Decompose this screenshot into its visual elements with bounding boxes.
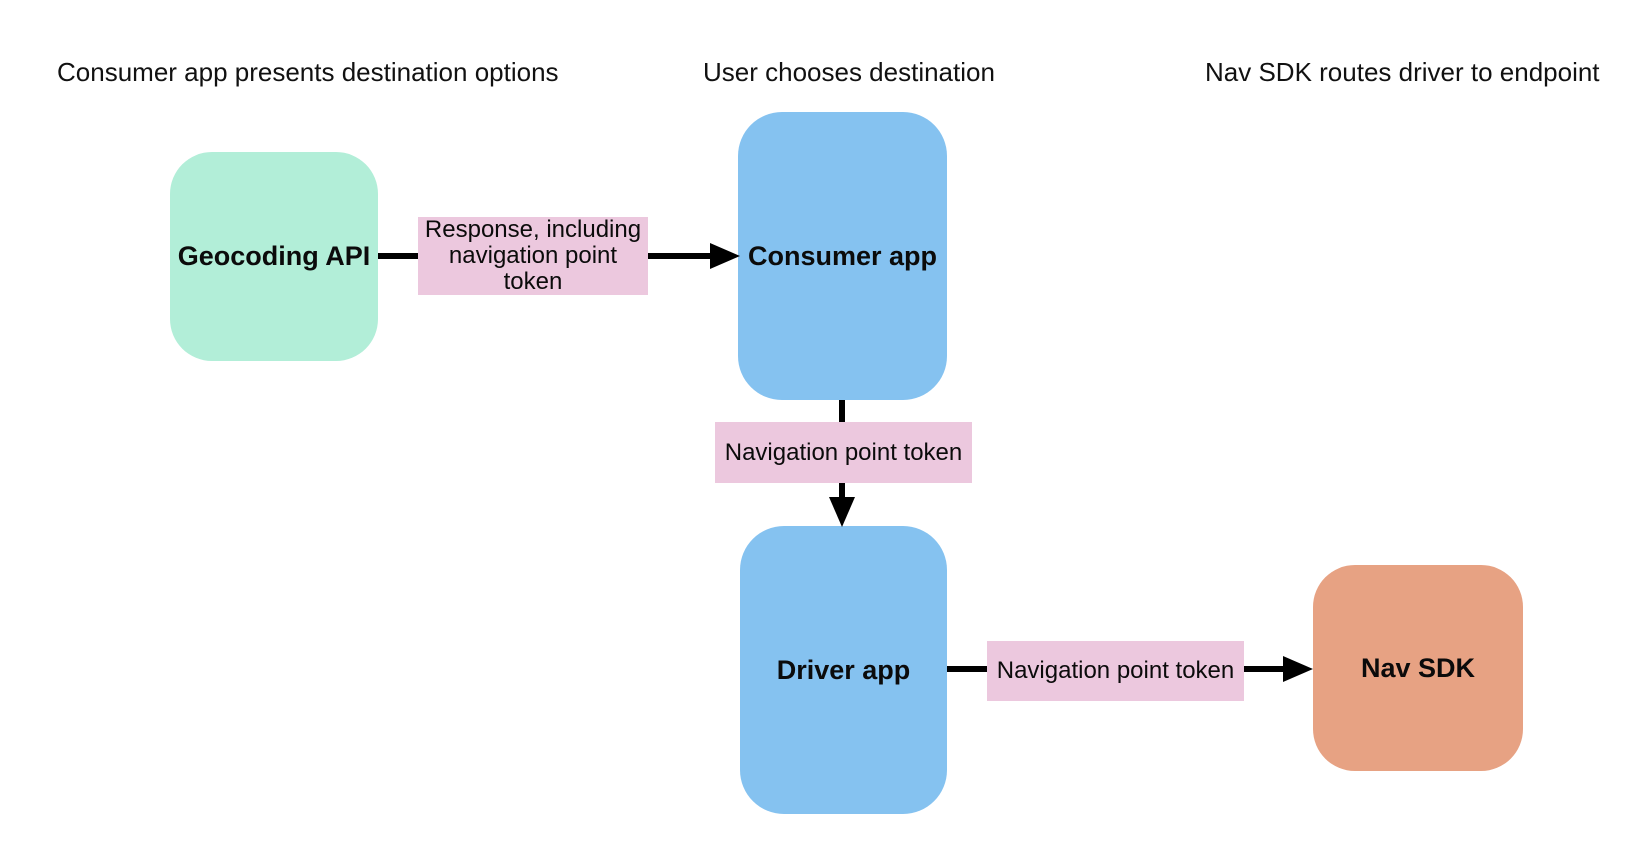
node-geocoding-api-label: Geocoding API: [177, 241, 371, 271]
node-consumer-app-label: Consumer app: [747, 240, 938, 271]
arrowhead-down-icon: [829, 497, 855, 527]
node-geocoding-api: Geocoding API: [170, 152, 378, 361]
node-driver-app-label: Driver app: [776, 654, 911, 685]
node-nav-sdk: Nav SDK: [1313, 565, 1523, 771]
arrowhead-right-icon: [1283, 656, 1313, 682]
edge-label-navigation-point-token-vertical: Navigation point token: [715, 422, 972, 483]
lane-title-nav-sdk-routes-driver: Nav SDK routes driver to endpoint: [1205, 57, 1600, 87]
node-consumer-app: Consumer app: [738, 112, 947, 400]
node-driver-app: Driver app: [740, 526, 947, 814]
node-nav-sdk-label: Nav SDK: [1360, 652, 1476, 683]
lane-title-consumer-presents-options: Consumer app presents destination option…: [57, 57, 559, 87]
arrowhead-right-icon: [710, 243, 740, 269]
lane-title-user-chooses-destination: User chooses destination: [703, 57, 995, 87]
edge-label-navigation-point-token-horizontal: Navigation point token: [987, 641, 1244, 701]
edge-label-response-including-token: Response, including navigation point tok…: [418, 217, 648, 295]
